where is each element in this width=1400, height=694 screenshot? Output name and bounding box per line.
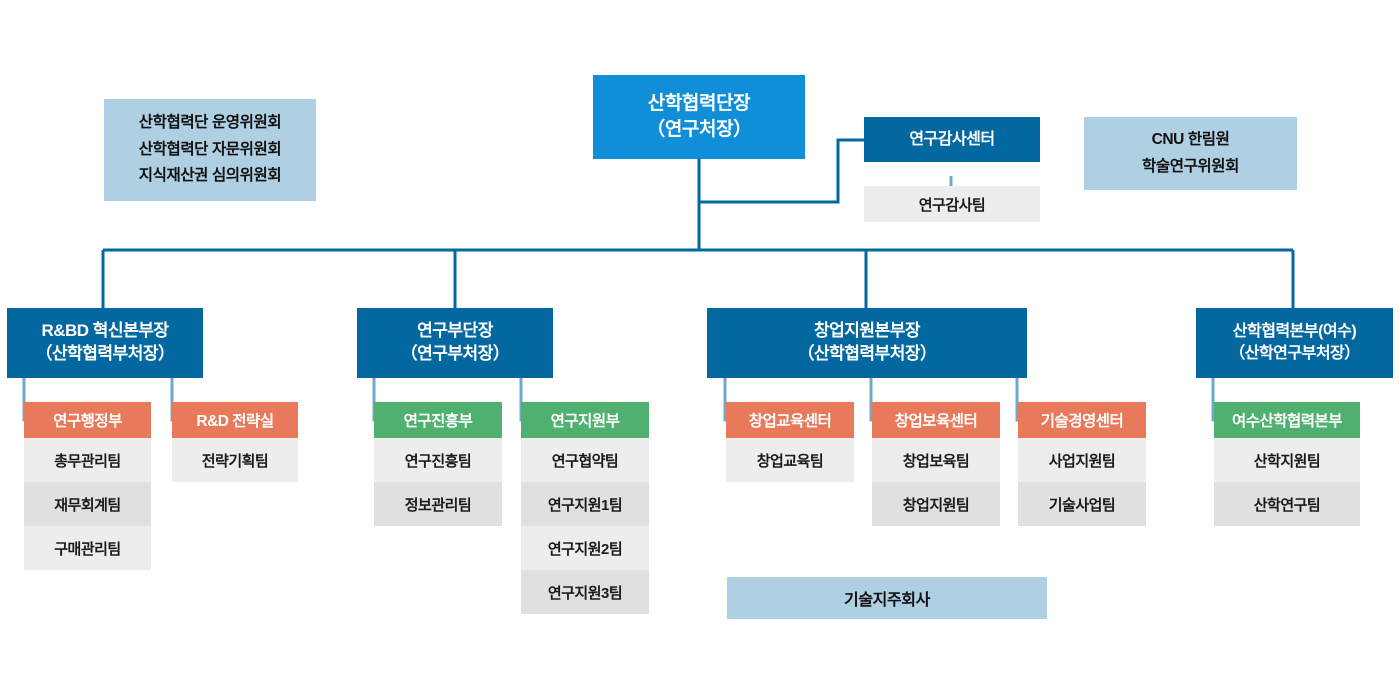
audit-center-title: 연구감사센터	[909, 130, 995, 148]
dept-stack-2-1: 연구진흥부 연구진흥팀 정보관리팀	[374, 402, 502, 526]
dept-stack-1-2: R&D 전략실 전략기획팀	[172, 402, 298, 482]
dept-stack-4-1: 여수산학협력본부 산학지원팀 산학연구팀	[1214, 402, 1360, 526]
dept-stack-3-2: 창업보육센터 창업보육팀 창업지원팀	[872, 402, 1000, 526]
team-box[interactable]: 산학연구팀	[1214, 482, 1360, 526]
dept-header-3-3[interactable]: 기술경영센터	[1018, 402, 1146, 438]
exec-title-line1: 산학협력단장	[647, 93, 751, 115]
committee-left-line-1: 산학협력단 운영위원회	[138, 114, 282, 132]
branch-head-1[interactable]: R&BD 혁신본부장 （산학협력부처장）	[7, 308, 203, 378]
dept-stack-1-1: 연구행정부 총무관리팀 재무회계팀 구매관리팀	[24, 402, 151, 570]
audit-center-box[interactable]: 연구감사센터	[864, 117, 1040, 162]
dept-stack-3-3: 기술경영센터 사업지원팀 기술사업팀	[1018, 402, 1146, 526]
committee-left-line-2: 산학협력단 자문위원회	[138, 140, 282, 158]
team-box[interactable]: 창업보육팀	[872, 438, 1000, 482]
audit-center-team-label: 연구감사팀	[918, 196, 986, 214]
holding-company-label: 기술지주회사	[844, 592, 930, 609]
branch-head-4-line2: （산학연구부처장）	[1229, 345, 1360, 362]
exec-title-line2: （연구처장）	[646, 119, 752, 140]
branch-head-4[interactable]: 산학협력본부(여수) （산학연구부처장）	[1196, 308, 1393, 378]
branch-head-3[interactable]: 창업지원본부장 （산학협력부처장）	[707, 308, 1027, 378]
committee-panel-left[interactable]: 산학협력단 운영위원회 산학협력단 자문위원회 지식재산권 심의위원회	[104, 99, 316, 201]
branch-head-4-line1: 산학협력본부(여수)	[1232, 323, 1357, 341]
branch-head-1-line1: R&BD 혁신본부장	[41, 321, 169, 341]
team-box[interactable]: 연구지원3팀	[521, 570, 649, 614]
team-box[interactable]: 기술사업팀	[1018, 482, 1146, 526]
dept-header-2-1[interactable]: 연구진흥부	[374, 402, 502, 438]
branch-head-1-line2: （산학협력부처장）	[35, 344, 175, 363]
team-box[interactable]: 정보관리팀	[374, 482, 502, 526]
team-box[interactable]: 창업지원팀	[872, 482, 1000, 526]
team-box[interactable]: 재무회계팀	[24, 482, 151, 526]
branch-head-2[interactable]: 연구부단장 （연구부처장）	[357, 308, 553, 378]
team-box[interactable]: 사업지원팀	[1018, 438, 1146, 482]
team-box[interactable]: 산학지원팀	[1214, 438, 1360, 482]
branch-head-3-line1: 창업지원본부장	[814, 321, 920, 341]
dept-header-1-1[interactable]: 연구행정부	[24, 402, 151, 438]
dept-header-3-2[interactable]: 창업보육센터	[872, 402, 1000, 438]
team-box[interactable]: 연구진흥팀	[374, 438, 502, 482]
branch-head-2-line1: 연구부단장	[417, 321, 493, 341]
team-box[interactable]: 창업교육팀	[726, 438, 854, 482]
dept-header-3-1[interactable]: 창업교육센터	[726, 402, 854, 438]
team-box[interactable]: 구매관리팀	[24, 526, 151, 570]
dept-header-4-1[interactable]: 여수산학협력본부	[1214, 402, 1360, 438]
dept-header-1-2[interactable]: R&D 전략실	[172, 402, 298, 438]
team-box[interactable]: 연구지원2팀	[521, 526, 649, 570]
dept-stack-3-1: 창업교육센터 창업교육팀	[726, 402, 854, 482]
team-box[interactable]: 연구협약팀	[521, 438, 649, 482]
committee-right-line-2: 학술연구위원회	[1141, 157, 1240, 175]
dept-header-2-2[interactable]: 연구지원부	[521, 402, 649, 438]
committee-panel-right[interactable]: CNU 한림원 학술연구위원회	[1084, 117, 1297, 190]
holding-company-box[interactable]: 기술지주회사	[727, 577, 1047, 619]
committee-right-line-1: CNU 한림원	[1151, 131, 1230, 149]
team-box[interactable]: 총무관리팀	[24, 438, 151, 482]
team-box[interactable]: 전략기획팀	[172, 438, 298, 482]
committee-left-line-3: 지식재산권 심의위원회	[138, 167, 282, 185]
dept-stack-2-2: 연구지원부 연구협약팀 연구지원1팀 연구지원2팀 연구지원3팀	[521, 402, 649, 614]
branch-head-3-line2: （산학협력부처장）	[797, 344, 937, 363]
audit-center-team[interactable]: 연구감사팀	[864, 186, 1040, 222]
branch-head-2-line2: （연구부처장）	[400, 344, 510, 363]
exec-box[interactable]: 산학협력단장 （연구처장）	[593, 75, 805, 159]
team-box[interactable]: 연구지원1팀	[521, 482, 649, 526]
